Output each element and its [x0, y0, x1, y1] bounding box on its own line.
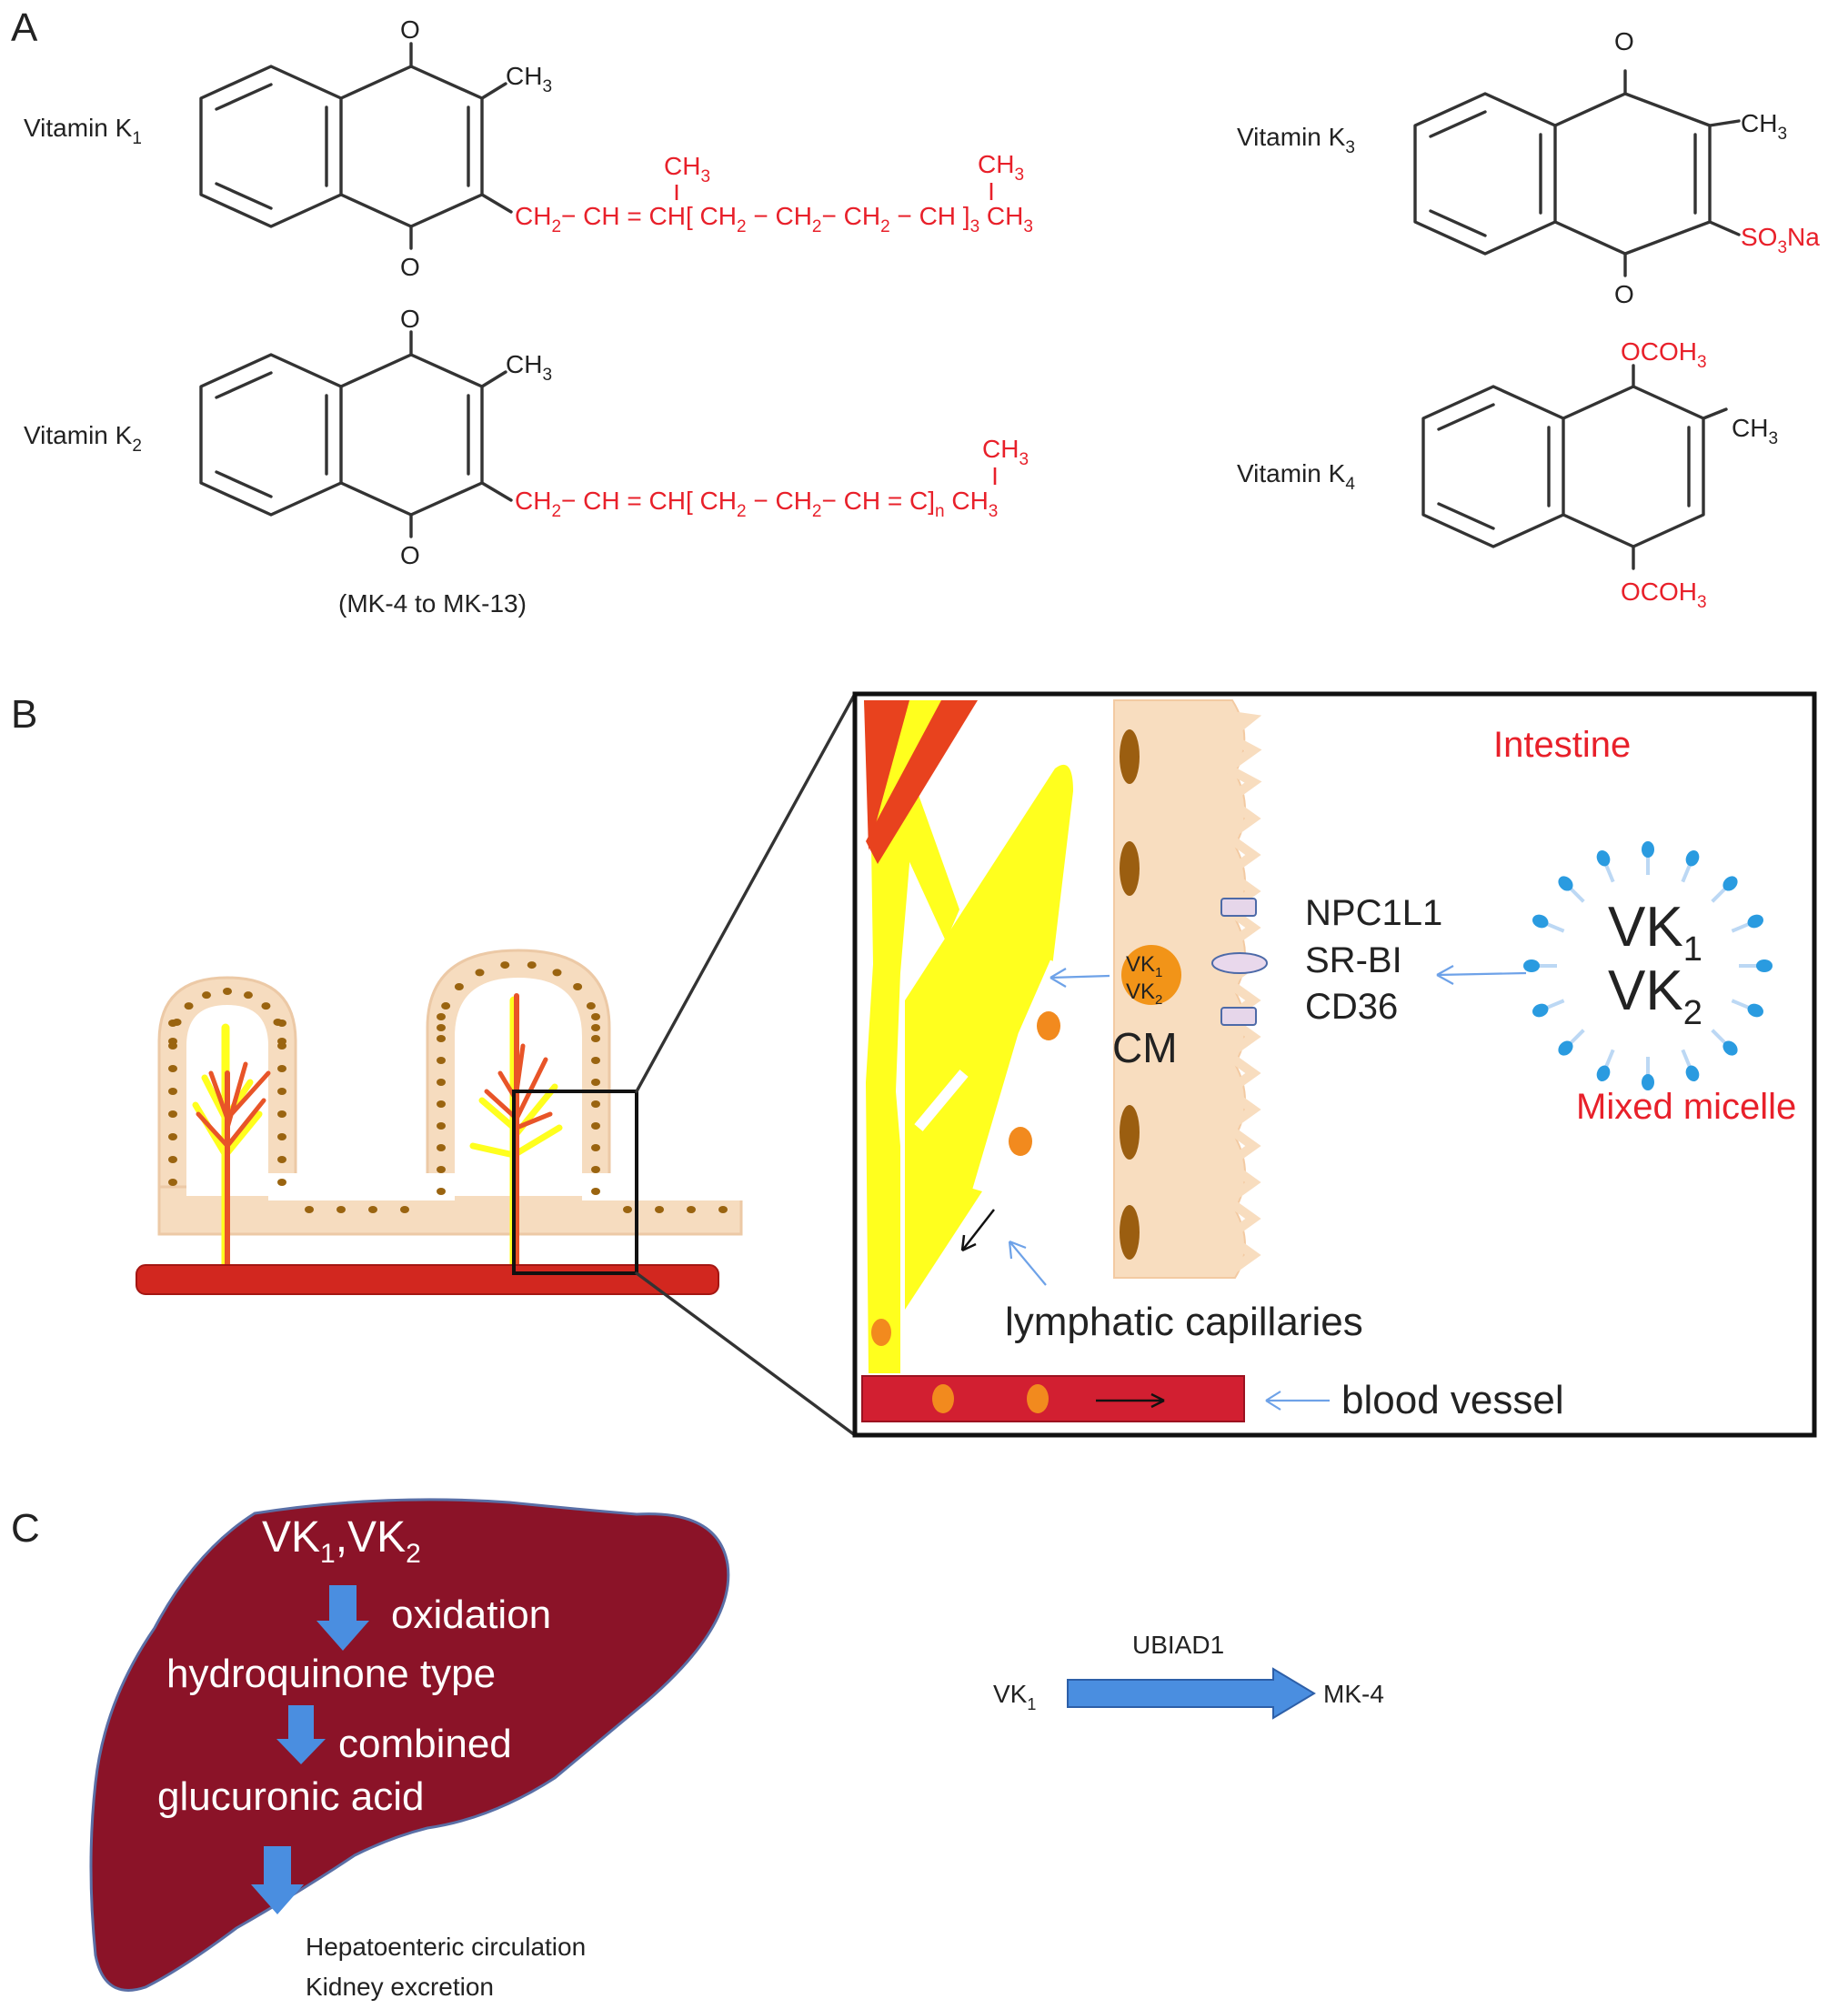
oxidation-arrow: [316, 1585, 369, 1651]
k3-sulfonate: SO3Na: [1741, 223, 1820, 257]
transporter-sr-bi: SR-BI: [1305, 940, 1402, 980]
panel-label-b: B: [11, 692, 37, 737]
liver-shape: [89, 1498, 730, 1992]
intestine-inset: VK1 VK2 CM NPC1L1 SR-BI CD36 VK1 VK2 Int…: [852, 691, 1817, 1438]
k1-oxygen-bottom: O: [400, 253, 420, 281]
cd36-transporter: [1220, 1007, 1257, 1026]
mixed-micelle: [1523, 841, 1773, 1090]
villus-1-lacteal: [192, 1023, 271, 1269]
k1-branch-methyl-1: CH3: [664, 152, 710, 186]
lymph-flow-arrow: [961, 1209, 995, 1251]
panel-label-a: A: [11, 5, 38, 50]
hydroquinone-label: hydroquinone type: [166, 1652, 496, 1696]
combined-label: combined: [338, 1722, 512, 1766]
cm-vk2: VK2: [1126, 979, 1162, 1008]
inset-blood-vessel: [861, 1375, 1245, 1422]
vitamin-k1-structure: Vitamin K1 O O CH3 CH2− CH = CH[ CH2 − C…: [24, 15, 1033, 281]
k4-methyl: CH3: [1732, 414, 1778, 448]
mixed-micelle-label: Mixed micelle: [1576, 1087, 1796, 1127]
lymphatic-label: lymphatic capillaries: [1005, 1300, 1363, 1344]
vitamin-k3-label: Vitamin K3: [1237, 123, 1355, 157]
sr-bi-transporter: [1211, 952, 1268, 974]
zoom-box: [512, 1090, 638, 1275]
blood-vessel-label: blood vessel: [1341, 1378, 1564, 1422]
vitamin-k2-label: Vitamin K2: [24, 421, 142, 456]
k4-acetate-bottom: OCOH3: [1621, 578, 1707, 612]
vitamin-k2-structure: Vitamin K2 O O CH3 CH2− CH = CH[ CH2 − C…: [24, 305, 1029, 618]
liver-vk-title: VK1,VK2: [262, 1513, 421, 1569]
conjugation-arrow: [276, 1705, 326, 1764]
k2-branch-methyl: CH3: [982, 435, 1029, 469]
vitamin-k1-label: Vitamin K1: [24, 114, 142, 148]
panel-label-c: C: [11, 1506, 40, 1551]
blood-flow-arrow: [1096, 1392, 1165, 1409]
villi-overview: [136, 692, 857, 1437]
k1-branch-methyl-2: CH3: [978, 150, 1024, 185]
ubiad1-arrow: [1067, 1667, 1316, 1720]
intestine-label: Intestine: [1493, 725, 1631, 765]
liver-metabolism: VK1,VK2 oxidation hydroquinone type comb…: [89, 1498, 730, 2001]
cm-label: CM: [1112, 1024, 1178, 1071]
kidney-label: Kidney excretion: [306, 1973, 494, 2001]
vitamin-k4-structure: Vitamin K4 OCOH3 OCOH3 CH3: [1237, 337, 1778, 612]
k2-oxygen-bottom: O: [400, 541, 420, 569]
vitamin-k3-structure: Vitamin K3 O O CH3 SO3Na: [1237, 27, 1820, 308]
ubiad1-label: UBIAD1: [1132, 1631, 1224, 1659]
k2-oxygen-top: O: [400, 305, 420, 333]
k1-methyl: CH3: [506, 62, 552, 96]
transporter-npc1l1: NPC1L1: [1305, 893, 1442, 933]
k2-methyl: CH3: [506, 350, 552, 385]
micelle-vk2: VK2: [1608, 959, 1702, 1032]
k3-methyl: CH3: [1741, 109, 1787, 144]
k2-side-chain: CH2− CH = CH[ CH2 − CH2− CH = C]n CH3: [515, 487, 998, 521]
villi-nuclei: [168, 961, 728, 1213]
ubiad1-conversion: UBIAD1 VK1 MK-4: [993, 1631, 1384, 1720]
vk1-label: VK1: [993, 1680, 1036, 1713]
k1-side-chain: CH2− CH = CH[ CH2 − CH2− CH2 − CH ]3 CH3: [515, 202, 1033, 236]
k4-acetate-top: OCOH3: [1621, 337, 1707, 372]
hepatoenteric-label: Hepatoenteric circulation: [306, 1933, 586, 1961]
glucuronic-label: glucuronic acid: [157, 1774, 425, 1819]
micelle-vk1: VK1: [1608, 896, 1702, 969]
overview-blood-vessel: [136, 1264, 719, 1295]
transporter-cd36: CD36: [1305, 987, 1398, 1027]
excretion-arrow: [251, 1846, 304, 1914]
npc1l1-transporter: [1220, 898, 1257, 917]
chylomicron: [1121, 945, 1181, 1005]
mk4-label: MK-4: [1323, 1680, 1384, 1708]
k2-mk-range-note: (MK-4 to MK-13): [338, 589, 527, 618]
k3-oxygen-top: O: [1614, 27, 1634, 55]
oxidation-label: oxidation: [391, 1592, 551, 1637]
k3-oxygen-bottom: O: [1614, 280, 1634, 308]
cm-vk1: VK1: [1126, 952, 1162, 980]
k1-oxygen-top: O: [400, 15, 420, 44]
vitamin-k4-label: Vitamin K4: [1237, 459, 1355, 494]
